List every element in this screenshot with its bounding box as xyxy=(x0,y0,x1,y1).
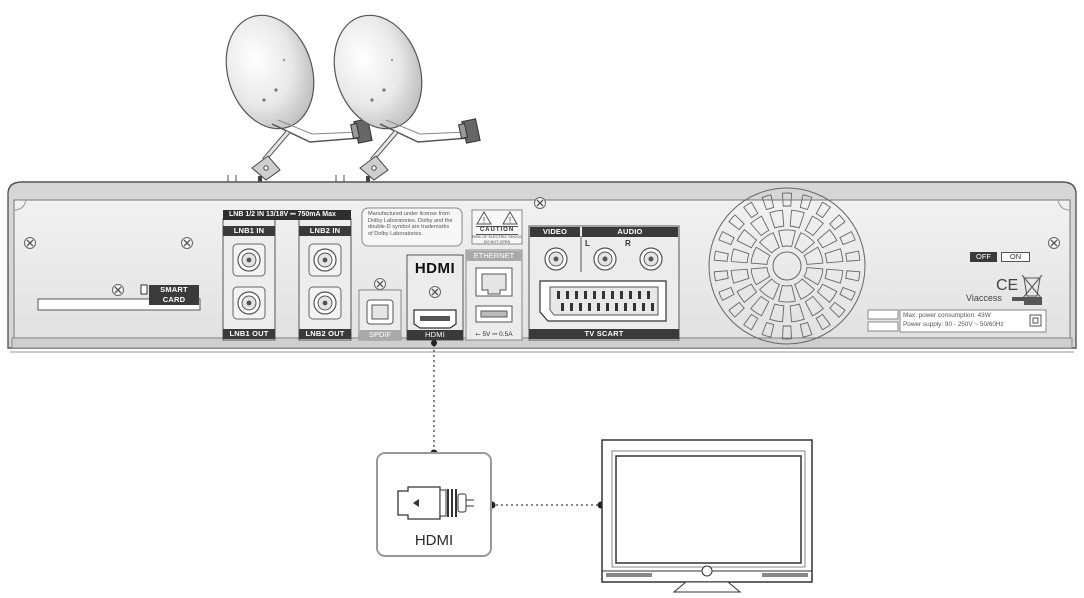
lnb1-out-label: LNB1 OUT xyxy=(223,329,275,339)
smart-card-slot[interactable] xyxy=(37,298,201,311)
svg-text:!: ! xyxy=(483,216,485,225)
rca-jack-icon[interactable] xyxy=(593,247,617,271)
caution-line2: DO NOT OPEN xyxy=(483,240,511,244)
viaccess-label: Viaccess xyxy=(966,293,1002,303)
dolby-note: Manufactured under license from Dolby La… xyxy=(368,211,460,237)
scart-pins xyxy=(557,291,654,311)
screw-icon xyxy=(533,196,547,210)
power-on-label[interactable]: ON xyxy=(1001,252,1030,262)
video-label: VIDEO xyxy=(530,227,580,237)
dolby-note-line: of Dolby Laboratories. xyxy=(368,230,423,237)
lnb-strip-label: LNB 1/2 IN 13/18V ⎓ 750mA Max xyxy=(223,210,351,220)
rca-jack-icon[interactable] xyxy=(639,247,663,271)
f-connector-icon[interactable] xyxy=(232,286,266,320)
screw-icon xyxy=(23,236,37,250)
optical-port-icon[interactable] xyxy=(366,299,394,325)
tv-icon xyxy=(601,439,813,593)
screw-icon xyxy=(180,236,194,250)
lnb2-out-label: LNB2 OUT xyxy=(299,329,351,339)
usb-rating: 5V ⎓ 0.5A xyxy=(482,331,513,338)
audio-label: AUDIO xyxy=(582,227,678,237)
audio-l-label: L xyxy=(585,239,590,248)
screw-icon xyxy=(111,283,125,297)
caution-title: CAUTION xyxy=(476,226,518,235)
weee-bin-icon xyxy=(1021,274,1043,305)
dolby-note-box xyxy=(361,207,463,247)
satellite-dish-icon xyxy=(320,4,480,194)
dolby-note-line: Manufactured under license from xyxy=(368,211,450,217)
ethernet-label: ETHERNET xyxy=(466,251,522,261)
hdmi-logo: HDMI xyxy=(414,260,456,277)
rca-jack-icon[interactable] xyxy=(544,247,568,271)
viaccess-bar xyxy=(1012,297,1042,301)
ethernet-port-icon[interactable] xyxy=(475,267,513,297)
f-connector-icon[interactable] xyxy=(308,243,342,277)
f-connector-icon[interactable] xyxy=(308,286,342,320)
f-connector-icon[interactable] xyxy=(232,243,266,277)
scart-port-icon[interactable] xyxy=(539,280,667,322)
max-power-label: Max. power consumption: 43W xyxy=(903,312,991,319)
dolby-note-line: Dolby Laboratories. Dolby and the xyxy=(368,217,453,224)
class2-square-icon xyxy=(1029,314,1042,327)
audio-r-label: R xyxy=(625,239,631,248)
lnb1-frame xyxy=(222,218,276,341)
screw-icon xyxy=(428,285,442,299)
usb-symbol-icon: ⭠ xyxy=(475,331,483,338)
lnb2-in-label: LNB2 IN xyxy=(299,226,351,236)
svg-text:!: ! xyxy=(509,216,511,225)
ce-mark: CE xyxy=(996,277,1019,294)
tv-scart-label: TV SCART xyxy=(529,329,679,339)
lnb2-frame xyxy=(298,218,352,341)
hdmi-port-icon[interactable] xyxy=(413,309,457,329)
lnb1-in-label: LNB1 IN xyxy=(223,226,275,236)
hdmi-cable-label: HDMI xyxy=(414,532,454,549)
power-supply-label: Power supply: 90 - 250V ~ 50/60Hz xyxy=(903,321,1004,328)
power-off-label[interactable]: OFF xyxy=(970,252,997,262)
caution-line1: RISK OF ELECTRIC SHOCK xyxy=(472,235,522,239)
usb-label: ⭠ 5V ⎓ 0.5A xyxy=(466,330,522,340)
fan-vent-icon xyxy=(708,187,866,345)
usb-port-icon[interactable] xyxy=(475,305,513,323)
caution-label: ! ! xyxy=(471,209,523,245)
screw-icon xyxy=(373,277,387,291)
screw-icon xyxy=(1047,236,1061,250)
caution-text: CAUTION RISK OF ELECTRIC SHOCK DO NOT OP… xyxy=(472,226,522,245)
smart-card-icon xyxy=(140,284,148,295)
spec-boxes xyxy=(867,309,1047,333)
dolby-note-line: double-D symbol are trademarks xyxy=(368,224,450,231)
spdif-label: SPDIF xyxy=(359,330,401,340)
hdmi-plug-icon xyxy=(397,486,474,520)
hdmi-port-label: HDMI xyxy=(407,330,463,340)
smart-card-label: SMART CARD xyxy=(149,285,199,305)
